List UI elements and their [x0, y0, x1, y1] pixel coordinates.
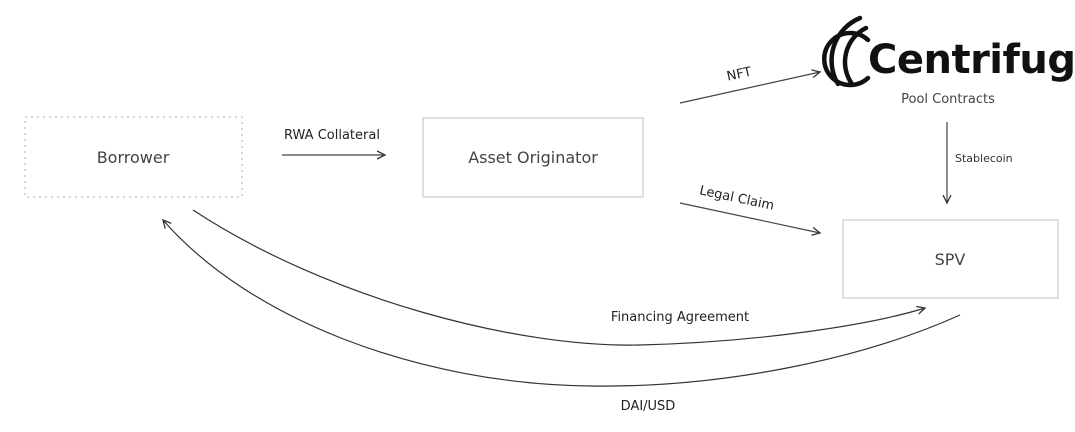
dai-usd-edge: DAI/USD [163, 220, 961, 414]
borrower-label: Borrower [97, 148, 170, 167]
asset-originator-node: Asset Originator [422, 117, 644, 198]
financing-agreement-label: Financing Agreement [611, 310, 749, 325]
pool-contracts-label: Pool Contracts [901, 92, 995, 107]
rwa-collateral-label: RWA Collateral [284, 128, 380, 143]
dai-usd-label: DAI/USD [621, 399, 676, 414]
spv-node: SPV [842, 219, 1059, 299]
financing-agreement-edge: Financing Agreement [192, 209, 925, 346]
asset-originator-label: Asset Originator [468, 148, 598, 167]
nft-label: NFT [726, 65, 754, 85]
legal-claim-edge: Legal Claim [679, 183, 820, 233]
centrifuge-logo: Centrifuge Pool Contracts [822, 15, 1075, 107]
nft-edge: NFT [679, 65, 820, 104]
stablecoin-edge: Stablecoin [947, 122, 1013, 203]
borrower-node: Borrower [24, 116, 243, 198]
centrifuge-rings-icon [822, 15, 871, 88]
rwa-collateral-edge: RWA Collateral [282, 128, 385, 155]
centrifuge-wordmark: Centrifuge [868, 37, 1075, 83]
spv-label: SPV [935, 250, 966, 269]
stablecoin-label: Stablecoin [955, 152, 1013, 165]
